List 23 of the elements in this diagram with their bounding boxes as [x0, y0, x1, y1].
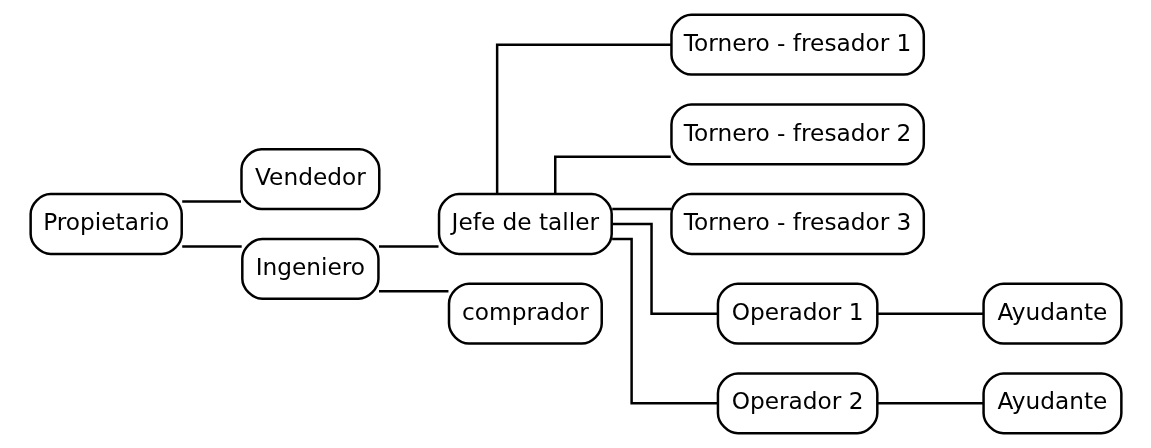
node-box: Ayudante	[981, 282, 1123, 345]
connector	[181, 200, 241, 203]
node-box: Operador 1	[716, 282, 879, 345]
node-box: Ayudante	[981, 372, 1123, 435]
node-box: Jefe de taller	[437, 192, 613, 256]
node-box: Ingeniero	[240, 237, 380, 300]
connector	[611, 207, 671, 211]
node-box: Operador 2	[716, 372, 879, 435]
node-box: comprador	[447, 282, 603, 345]
connector	[495, 43, 671, 194]
connector	[877, 312, 984, 315]
connector	[378, 245, 438, 248]
connector	[181, 245, 242, 248]
node-box: Propietario	[28, 192, 183, 256]
connector	[877, 402, 984, 405]
node-box: Tornero - fresador 3	[669, 192, 925, 256]
connector	[611, 222, 718, 315]
node-box: Tornero - fresador 2	[669, 103, 925, 166]
node-box: Vendedor	[239, 148, 380, 211]
connector	[611, 237, 718, 405]
node-box: Tornero - fresador 1	[669, 13, 925, 76]
connector	[553, 155, 671, 194]
connector	[378, 290, 448, 293]
